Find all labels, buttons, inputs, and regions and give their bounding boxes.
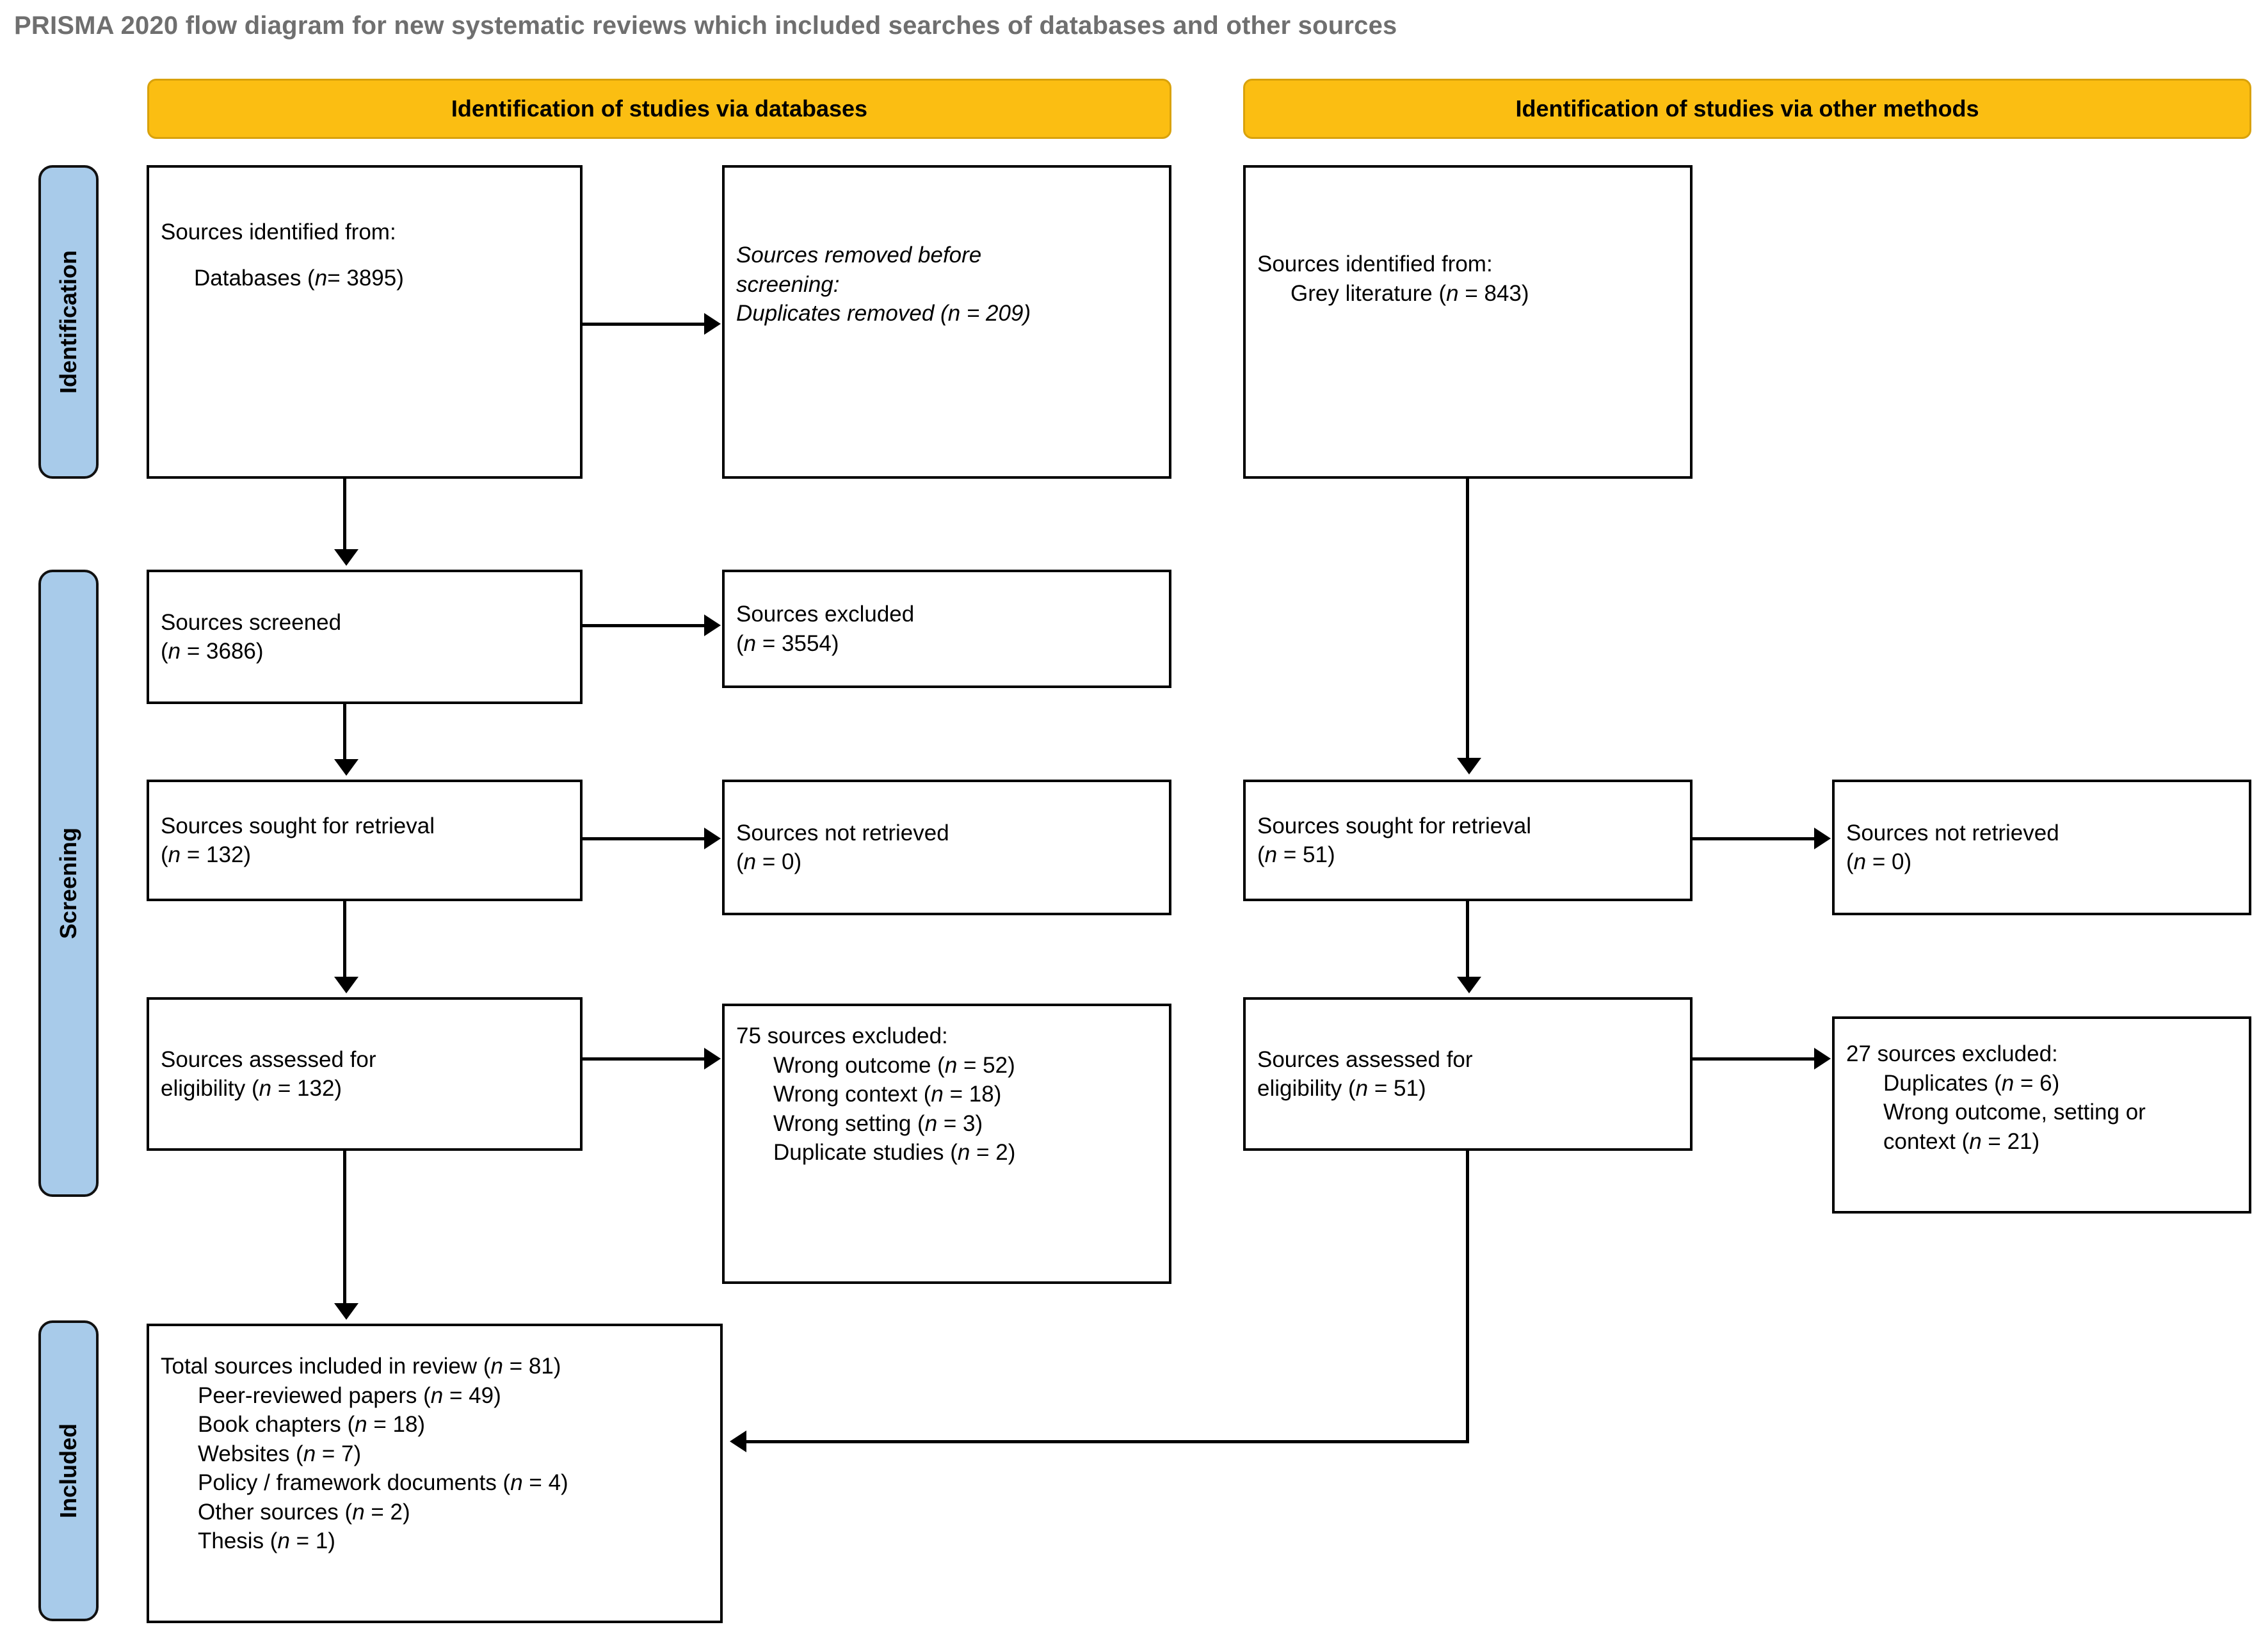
arrowhead-down — [1457, 758, 1481, 774]
connector-identified-to-screened — [343, 479, 346, 550]
connector-assessed-other-to-included-horizontal — [746, 1440, 1469, 1443]
box-line: (n = 3554) — [736, 630, 839, 656]
connector-sought-to-not-retrieved — [583, 837, 705, 840]
box-line: 75 sources excluded: — [736, 1023, 948, 1048]
section-header-other-methods: Identification of studies via other meth… — [1243, 79, 2251, 139]
box-line: (n = 0) — [1846, 849, 1912, 874]
connector-identified-to-removed — [583, 323, 705, 326]
box-line: Databases (n= 3895) — [194, 265, 404, 291]
stage-rail-screening: Screening — [38, 570, 99, 1197]
arrowhead-right — [704, 614, 721, 636]
box-line: Total sources included in review (n = 81… — [161, 1354, 561, 1379]
arrowhead-down — [334, 549, 358, 566]
box-line: Sources not retrieved — [1846, 820, 2059, 846]
box-sources-assessed-for-eligibility: Sources assessed for eligibility (n = 13… — [147, 997, 583, 1151]
box-line: Sources assessed for — [161, 1046, 376, 1072]
box-sources-excluded-breakdown-other: 27 sources excluded: Duplicates (n = 6) … — [1832, 1016, 2251, 1214]
box-line: Book chapters (n = 18) — [198, 1412, 426, 1437]
connector-assessed-to-excluded-list — [583, 1057, 705, 1061]
box-sources-identified-databases: Sources identified from: Databases (n= 3… — [147, 165, 583, 479]
page-title: PRISMA 2020 flow diagram for new systema… — [14, 12, 1397, 40]
box-line: screening: — [736, 271, 840, 297]
connector-sought-to-assessed-other — [1466, 901, 1469, 978]
arrowhead-down — [334, 977, 358, 993]
connector-grey-to-sought — [1466, 479, 1469, 759]
box-line: Duplicate studies (n = 2) — [773, 1140, 1016, 1165]
box-line: Sources sought for retrieval — [161, 813, 435, 838]
box-line: Sources screened — [161, 609, 342, 635]
box-sources-screened: Sources screened (n = 3686) — [147, 570, 583, 704]
arrowhead-right — [704, 1048, 721, 1070]
box-line: Wrong context (n = 18) — [773, 1082, 1002, 1107]
box-line: Duplicates removed (n = 209) — [736, 301, 1031, 326]
connector-assessed-to-included — [343, 1151, 346, 1304]
stage-rail-included: Included — [38, 1320, 99, 1621]
box-sources-assessed-for-eligibility-other: Sources assessed for eligibility (n = 51… — [1243, 997, 1693, 1151]
connector-screened-to-sought — [343, 704, 346, 760]
arrowhead-down — [1457, 977, 1481, 993]
arrowhead-right — [1814, 828, 1831, 849]
box-line: Websites (n = 7) — [198, 1441, 362, 1466]
box-line: Wrong outcome, setting or — [1883, 1100, 2146, 1125]
box-line: Duplicates (n = 6) — [1883, 1070, 2060, 1096]
box-line: (n = 132) — [161, 842, 252, 867]
box-line: Grey literature (n = 843) — [1291, 280, 1529, 306]
box-line: Thesis (n = 1) — [198, 1528, 335, 1553]
stage-rail-screening-label: Screening — [55, 827, 81, 940]
box-line: (n = 3686) — [161, 639, 264, 664]
box-line: Sources assessed for — [1257, 1046, 1473, 1072]
box-sources-removed-before-screening: Sources removed before screening: Duplic… — [722, 165, 1171, 479]
connector-assessed-other-to-included-vertical — [1466, 1151, 1469, 1442]
box-sources-sought-for-retrieval-other: Sources sought for retrieval (n = 51) — [1243, 780, 1693, 901]
box-line: 27 sources excluded: — [1846, 1041, 2058, 1066]
box-sources-not-retrieved: Sources not retrieved (n = 0) — [722, 780, 1171, 915]
arrowhead-right — [704, 828, 721, 849]
connector-sought-to-assessed — [343, 901, 346, 978]
box-line: Policy / framework documents (n = 4) — [198, 1470, 568, 1495]
box-line: Other sources (n = 2) — [198, 1499, 410, 1525]
box-total-sources-included: Total sources included in review (n = 81… — [147, 1324, 723, 1623]
arrowhead-left — [730, 1431, 746, 1452]
arrowhead-down — [334, 759, 358, 776]
box-line: (n = 51) — [1257, 842, 1335, 867]
box-line: Peer-reviewed papers (n = 49) — [198, 1383, 501, 1408]
box-sources-excluded: Sources excluded (n = 3554) — [722, 570, 1171, 688]
box-line: (n = 0) — [736, 849, 802, 874]
box-line: eligibility (n = 51) — [1257, 1076, 1426, 1101]
box-sources-sought-for-retrieval: Sources sought for retrieval (n = 132) — [147, 780, 583, 901]
stage-rail-included-label: Included — [55, 1423, 81, 1519]
box-line: Sources identified from: — [161, 220, 396, 244]
box-line: eligibility (n = 132) — [161, 1076, 342, 1101]
connector-assessed-to-excluded-list-other — [1693, 1057, 1815, 1061]
section-header-databases: Identification of studies via databases — [147, 79, 1171, 139]
box-line: Wrong setting (n = 3) — [773, 1110, 983, 1136]
box-line: Sources excluded — [736, 602, 915, 627]
box-line: Wrong outcome (n = 52) — [773, 1052, 1015, 1078]
box-line: Sources identified from: — [1257, 252, 1493, 277]
stage-rail-identification: Identification — [38, 165, 99, 479]
arrowhead-right — [1814, 1048, 1831, 1070]
connector-sought-to-not-retrieved-other — [1693, 837, 1815, 840]
arrowhead-down — [334, 1303, 358, 1320]
box-line: Sources removed before — [736, 243, 982, 268]
connector-screened-to-excluded — [583, 624, 705, 627]
stage-rail-identification-label: Identification — [55, 250, 81, 394]
arrowhead-right — [704, 313, 721, 335]
box-line: Sources sought for retrieval — [1257, 813, 1531, 838]
box-sources-identified-grey-literature: Sources identified from: Grey literature… — [1243, 165, 1693, 479]
box-sources-not-retrieved-other: Sources not retrieved (n = 0) — [1832, 780, 2251, 915]
box-line: context (n = 21) — [1883, 1128, 2040, 1154]
box-sources-excluded-breakdown: 75 sources excluded: Wrong outcome (n = … — [722, 1004, 1171, 1284]
box-line: Sources not retrieved — [736, 820, 949, 846]
